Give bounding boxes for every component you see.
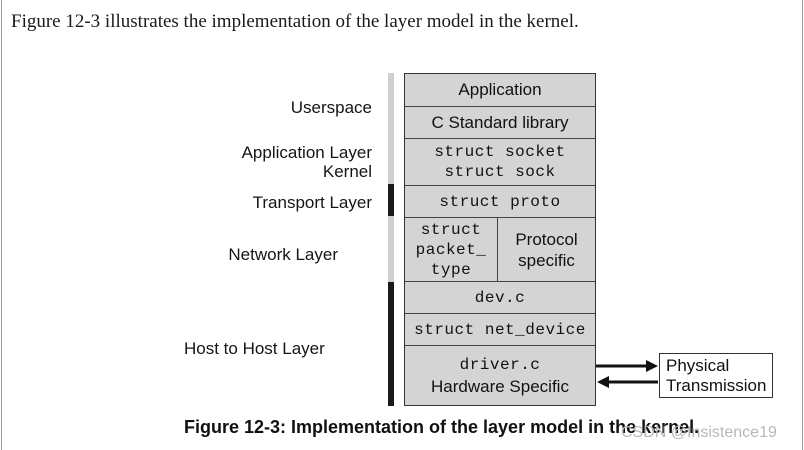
- watermark: CSDN @Insistence19: [621, 424, 777, 441]
- cell-struct-proto: struct proto: [405, 185, 595, 217]
- packet-type-line2: packet_: [415, 240, 487, 259]
- transmission-text: Transmission: [666, 376, 767, 395]
- packet-type-line1: struct: [420, 220, 482, 239]
- label-host-to-host-layer: Host to Host Layer: [184, 339, 325, 358]
- arrow-in-head: [597, 376, 609, 388]
- hardware-specific-text: Hardware Specific: [431, 376, 569, 396]
- cell-c-standard-library: C Standard library: [405, 106, 595, 138]
- dev-c-text: dev.c: [474, 288, 526, 307]
- physical-text: Physical: [666, 356, 730, 375]
- application-text: Application: [458, 80, 542, 99]
- cell-driver: driver.c Hardware Specific: [405, 345, 595, 405]
- c-standard-library-text: C Standard library: [431, 112, 569, 132]
- cell-protocol-specific: Protocol specific: [498, 218, 595, 281]
- protocol-specific-line1: Protocol: [515, 229, 578, 249]
- label-network-layer: Network Layer: [228, 245, 338, 264]
- bar-host-to-host: [388, 282, 394, 406]
- struct-sock-text: struct sock: [444, 163, 556, 181]
- cell-network-split: struct packet_ type Protocol specific: [405, 217, 595, 281]
- bar-userspace-app: [388, 73, 394, 184]
- intro-text: Figure 12-3 illustrates the implementati…: [11, 11, 579, 32]
- label-kernel: Kernel: [322, 162, 372, 181]
- cell-dev-c: dev.c: [405, 281, 595, 313]
- bar-network: [388, 216, 394, 282]
- cell-socket: struct socket struct sock: [405, 138, 595, 185]
- label-transport-layer: Transport Layer: [252, 193, 372, 212]
- bar-transport: [388, 184, 394, 216]
- cell-packet-type: struct packet_ type: [405, 218, 498, 281]
- layer-stack: Application C Standard library struct so…: [404, 73, 596, 406]
- struct-proto-text: struct proto: [439, 192, 561, 211]
- physical-transmission-box: Physical Transmission: [659, 353, 773, 398]
- cell-application: Application: [405, 74, 595, 106]
- cell-struct-net-device: struct net_device: [405, 313, 595, 345]
- label-application-layer: Application Layer: [241, 143, 372, 162]
- label-userspace: Userspace: [290, 98, 372, 117]
- packet-type-line3: type: [430, 260, 472, 279]
- arrow-out-head: [646, 360, 658, 372]
- transmission-arrows: [596, 360, 658, 388]
- driver-c-text: driver.c: [459, 355, 541, 374]
- figure-caption: Figure 12-3: Implementation of the layer…: [184, 417, 700, 437]
- protocol-specific-line2: specific: [518, 250, 575, 270]
- struct-net-device-text: struct net_device: [414, 320, 586, 339]
- struct-socket-text: struct socket: [434, 143, 566, 161]
